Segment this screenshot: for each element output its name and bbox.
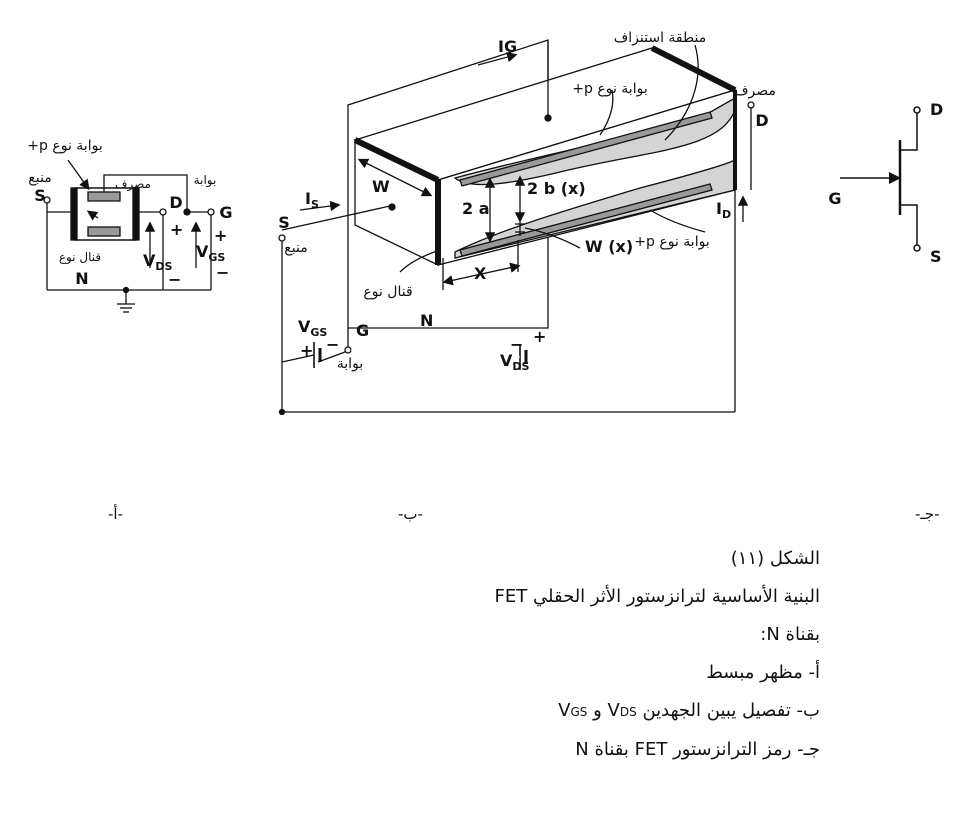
a-gate-ar: بوابة [194, 173, 217, 188]
figure-caption: الشكل (١١) البنية الأساسية لترانزستور ال… [300, 540, 820, 769]
b-gate-type-top: بوابة نوع p+ [572, 81, 647, 97]
bottom-gate-strip [459, 183, 713, 257]
c-drain-terminal [913, 106, 921, 114]
b-X: X [474, 264, 487, 283]
gate-terminal [207, 208, 215, 216]
b-vgs: VGS [298, 317, 327, 339]
b-2a: 2 a [462, 199, 490, 218]
caption-line-2: البنية الأساسية لترانزستور الأثر الحقلي … [494, 586, 820, 607]
b-plus-1: + [300, 341, 313, 360]
a-gate-G: G [219, 203, 232, 222]
panel-c-fet-symbol [840, 106, 921, 252]
source-contact [70, 187, 78, 241]
b-gate-G: G [356, 321, 369, 340]
b-2bx: 2 b (x) [527, 179, 586, 198]
top-gate-region [87, 191, 121, 202]
panel-b-labels: IG منطقة استنزاف بوابة نوع p+ مصرف D S م… [278, 30, 776, 373]
a-channel-N: N [75, 269, 88, 288]
a-vgs: VGS [196, 242, 225, 264]
drain-terminal [159, 208, 167, 216]
fet-diagram: بوابة نوع p+ منبع S مصرف بوابة D G قنال … [27, 30, 943, 416]
gate-wire [103, 174, 188, 212]
a-source-S: S [34, 186, 46, 205]
b-gate-terminal [344, 346, 352, 354]
a-drain-ar: مصرف [115, 177, 151, 192]
b-ig-label: IG [498, 37, 517, 56]
a-minus-1: − [168, 270, 181, 289]
a-minus-2: − [216, 263, 229, 282]
b-source-S: S [278, 213, 290, 232]
panel-b-detailed-view [278, 39, 755, 416]
a-drain-D: D [169, 193, 182, 212]
b-wx: W (x) [585, 237, 633, 256]
c-D: D [930, 100, 943, 119]
caption-title: الشكل (١١) [730, 548, 820, 569]
b-gate-ar: بوابة [337, 356, 363, 372]
b-depletion-label: منطقة استنزاف [614, 30, 706, 46]
b-id-label: ID [716, 199, 731, 221]
a-gate-type-label: بوابة نوع p+ [27, 138, 102, 154]
a-channel-ar: قنال نوع [59, 250, 101, 265]
a-plus-1: + [170, 220, 183, 239]
bottom-gate-region [87, 226, 121, 237]
b-minus-2: − [510, 335, 523, 354]
drain-contact [132, 187, 140, 241]
b-drain-terminal [747, 101, 755, 109]
b-source-ar: منبع [284, 240, 307, 256]
a-source-ar: منبع [28, 170, 51, 186]
panel-a-simplified-view [43, 159, 215, 313]
a-plus-2: + [214, 226, 227, 245]
panel-label-b: -ب- [398, 505, 423, 523]
b-gate-type-bottom: بوابة نوع p+ [634, 234, 709, 250]
b-source-terminal [278, 234, 286, 242]
c-S: S [930, 247, 942, 266]
b-drain-D: D [755, 111, 768, 130]
caption-line-5: ب- تفصيل يبين الجهدين VDS و VGS [558, 700, 820, 721]
panel-label-a: -أ- [108, 505, 123, 523]
a-vds: VDS [143, 251, 173, 273]
panel-c-labels: D G S [828, 100, 943, 266]
b-minus-1: − [326, 335, 339, 354]
b-width-W: W [372, 177, 390, 196]
caption-line-3: بقناة N: [760, 624, 820, 645]
b-is-label: IS [305, 189, 319, 211]
b-vds: VDS [500, 351, 530, 373]
top-gate-strip [459, 111, 713, 187]
panel-label-c: -جـ- [915, 505, 940, 523]
figure-11: بوابة نوع p+ منبع S مصرف بوابة D G قنال … [27, 30, 943, 416]
source-terminal [43, 196, 51, 204]
caption-line-6: جـ- رمز الترانزستور FET بقناة N [575, 739, 820, 760]
c-source-terminal [913, 244, 921, 252]
panel-a-labels: بوابة نوع p+ منبع S مصرف بوابة D G قنال … [27, 138, 232, 289]
b-drain-ar: مصرف [734, 83, 776, 99]
b-plus-2: + [533, 327, 546, 346]
caption-line-4: أ- مظهر مبسط [706, 662, 820, 683]
b-channel-ar: قنال نوع [363, 284, 412, 300]
c-G: G [828, 189, 841, 208]
b-channel-N: N [420, 311, 433, 330]
